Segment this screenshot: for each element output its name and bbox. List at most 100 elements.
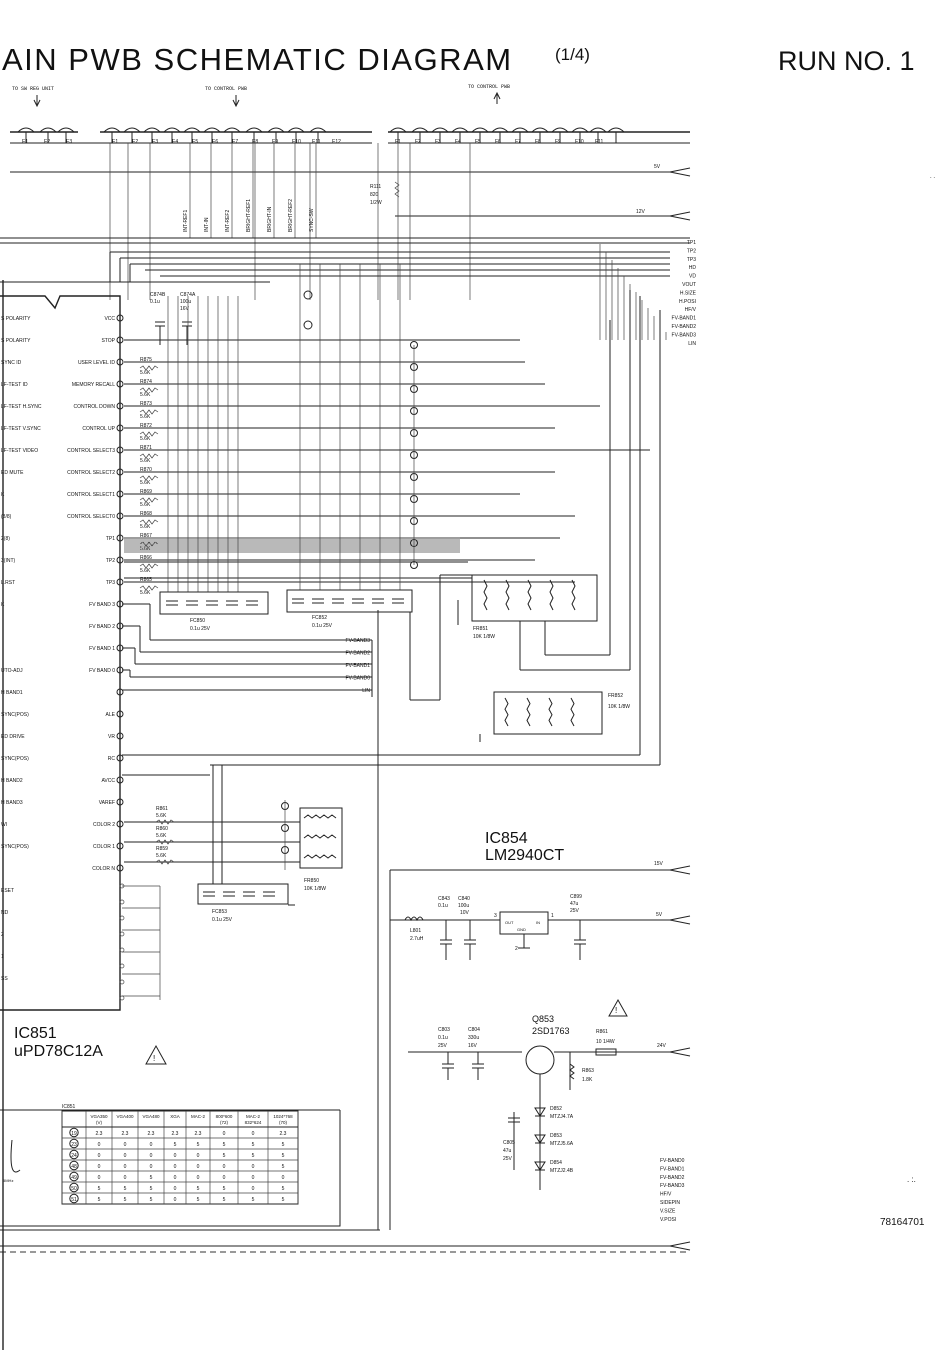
fc853-value: 0.1u 25V — [212, 917, 233, 923]
tp-vout: VOUT — [682, 282, 696, 288]
pin-label-sw-2: E2 — [44, 139, 50, 145]
tp-tp3: TP3 — [687, 257, 696, 263]
q853-part: 2SD1763 — [532, 1026, 570, 1036]
diagram-part: (1/4) — [555, 45, 590, 64]
fr852-ref: FR852 — [608, 693, 623, 699]
res-array-fr852 — [493, 691, 603, 735]
c804-rating: 16V — [468, 1043, 478, 1049]
table-cell-2-6: 5 — [223, 1153, 226, 1159]
r111-ref: R111 — [370, 184, 381, 190]
res-r867-ref: R867 — [140, 533, 152, 539]
table-cell-4-1: 0 — [98, 1175, 101, 1181]
connector-label-sw-reg: TO SW REG UNIT — [12, 86, 54, 92]
pin-label-f10: F10 — [575, 139, 584, 145]
res-r859-value: 5.6K — [156, 853, 167, 859]
ic854-part: LM2940CT — [485, 847, 564, 864]
table-header-3: VGA480 — [142, 1114, 160, 1119]
top-connector-bus — [10, 127, 690, 144]
res-r874-value: 5.6K — [140, 392, 151, 398]
table-header-7: MAC-2 — [246, 1114, 260, 1119]
table-cell-2-3: 0 — [150, 1153, 153, 1159]
ic851-left-pin-12: 3(INT) — [1, 558, 16, 564]
r861b-ref: R861 — [596, 1029, 608, 1035]
fc852-value: 0.1u 25V — [312, 623, 333, 629]
ic851-right-pin-7: CONTROL SELECT3 — [67, 448, 115, 454]
table-cell-3-5: 0 — [197, 1164, 200, 1170]
q853-circuit — [408, 1045, 691, 1190]
r863-value: 1.8K — [582, 1077, 593, 1083]
ic851-right-pin-8: CONTROL SELECT2 — [67, 470, 115, 476]
table-cell-6-8: 5 — [282, 1197, 285, 1203]
ic851-frame — [0, 1109, 380, 1231]
ic851-left-pin-31: SS — [1, 976, 8, 982]
rail-5v-label-2: 5V — [656, 912, 663, 918]
warning-glyph-2: ! — [153, 1054, 155, 1063]
pin-label-e6: E6 — [212, 139, 218, 145]
ic851-right-pin-15: FV BAND 2 — [89, 624, 115, 630]
margin-mark-1: . . — [930, 174, 935, 180]
res-r870-ref: R870 — [140, 467, 152, 473]
control-lines — [124, 264, 650, 592]
net-label-bright-ref2: BRIGHT-REF2 — [288, 199, 294, 232]
table-cell-6-5: 5 — [197, 1197, 200, 1203]
pin-label-f11: F11 — [595, 139, 603, 145]
table-cell-5-4: 0 — [174, 1186, 177, 1192]
r863-ref: R863 — [582, 1068, 594, 1074]
res-r871-ref: R871 — [140, 445, 152, 451]
pin-label-e10: E10 — [292, 139, 301, 145]
table-cell-1-8: 5 — [282, 1142, 285, 1148]
c804-ref: C804 — [468, 1027, 480, 1033]
table-cell-0-6: 0 — [223, 1131, 226, 1137]
table-title: IC851 — [62, 1104, 76, 1110]
bottom-bus — [0, 1241, 691, 1253]
bottom-right-net-list: FV-BAND0FV-BAND1FV-BAND2FV-BAND3HF/VSIDE… — [660, 1158, 685, 1223]
rail-5v — [10, 167, 691, 177]
tp-hf-v: HF/V — [685, 307, 697, 313]
table-cell-3-3: 0 — [150, 1164, 153, 1170]
c805-value: 47u — [503, 1148, 512, 1154]
c840-ref: C840 — [458, 896, 470, 902]
fc850-ref: FC850 — [190, 618, 205, 624]
res-r873-value: 5.6K — [140, 414, 151, 420]
ic851-left-pin-3: SYNC ID — [1, 360, 22, 366]
rail-12v-label: 12V — [636, 209, 646, 215]
ic851-left-pin-20: ED DRIVE — [1, 734, 25, 740]
ic851-right-pin-22: AVCC — [101, 778, 115, 784]
ic851-right-pin-11: TP1 — [106, 536, 115, 542]
pin-label-e3: E3 — [152, 139, 158, 145]
c804-value: 330u — [468, 1035, 479, 1041]
net-label-int-ref2: INT-REF2 — [225, 210, 231, 232]
margin-mark-2: . :. — [907, 1175, 916, 1184]
ic851-right-pin-26: COLOR N — [92, 866, 115, 872]
br-net-fv-band0: FV-BAND0 — [660, 1158, 685, 1164]
res-r871-value: 5.6K — [140, 458, 151, 464]
ic851-left-pin-11: 2(8) — [1, 536, 10, 542]
table-cell-0-1: 2.3 — [96, 1131, 103, 1137]
table-cell-5-7: 0 — [252, 1186, 255, 1192]
table-cell-1-2: 0 — [124, 1142, 127, 1148]
fr851-value: 10K 1/8W — [473, 634, 495, 640]
net-label-mid-fv-band3: FV-BAND3 — [346, 638, 371, 644]
pin-label-e1: E1 — [112, 139, 118, 145]
br-net-fv-band2: FV-BAND2 — [660, 1175, 685, 1181]
run-number: RUN NO. 1 — [778, 46, 915, 76]
table-cell-2-5: 0 — [197, 1153, 200, 1159]
tp-lin: LIN — [688, 341, 696, 347]
distribution-buses — [0, 237, 690, 283]
ic851-lower-pin-wires — [119, 883, 161, 1001]
net-label-mid-fv-band2: FV-BAND2 — [346, 651, 371, 657]
res-r860-value: 5.6K — [156, 833, 167, 839]
table-cell-3-4: 0 — [174, 1164, 177, 1170]
br-net-hf-v: HF/V — [660, 1192, 672, 1198]
res-r875-ref: R875 — [140, 357, 152, 363]
c803-value: 0.1u — [438, 1035, 448, 1041]
ic851-left-pin-24: WI — [1, 822, 7, 828]
pin-label-f7: F7 — [515, 139, 521, 145]
tp-fv-band1: FV-BAND1 — [672, 316, 697, 322]
rail-15v — [389, 865, 691, 1230]
net-label-sync-sw: SYNC-SW — [309, 208, 315, 232]
